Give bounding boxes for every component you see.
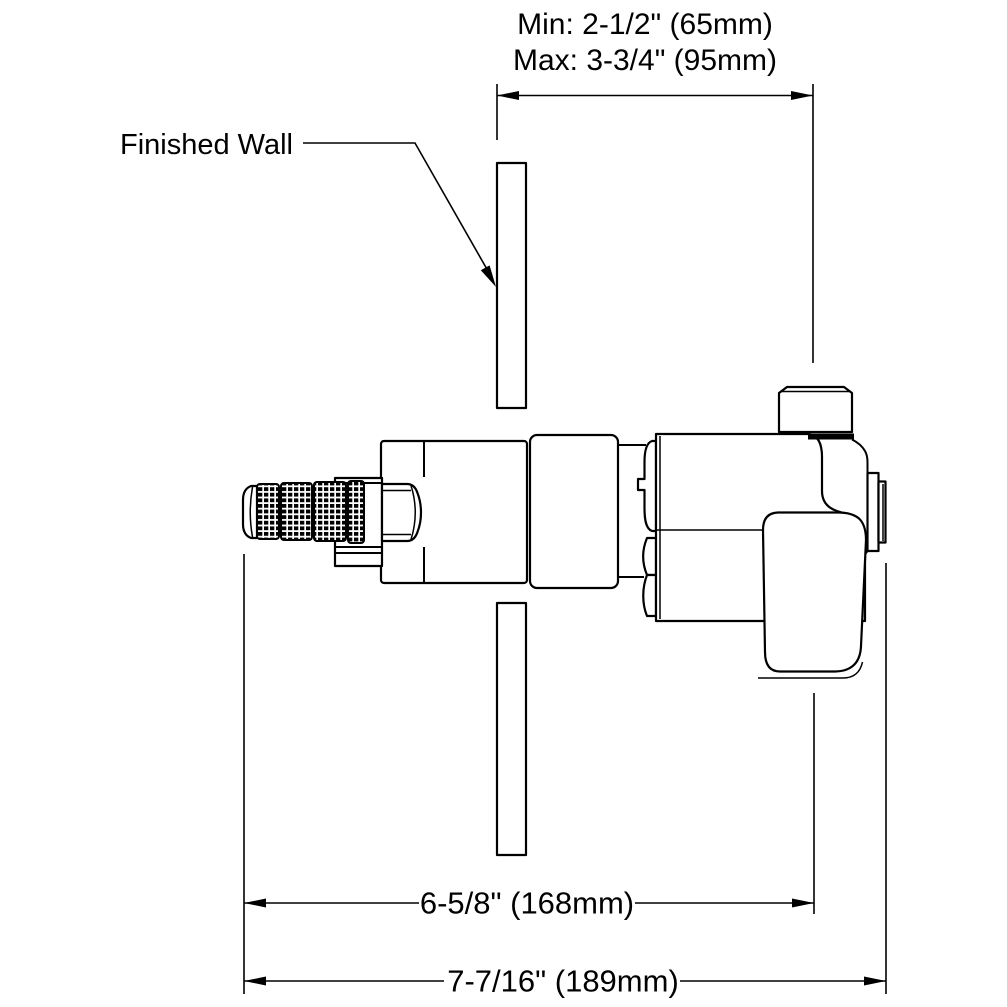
stem-spline-segment-4 <box>347 480 365 544</box>
dimension-arrow-left-icon <box>497 91 519 100</box>
leader-arrow-icon <box>480 265 496 287</box>
dimension-arrow-left-icon <box>244 976 266 986</box>
valve-handle <box>761 511 868 673</box>
stem-spline-segment-3 <box>313 481 347 542</box>
dimension-arrow-left-icon <box>244 898 266 908</box>
top-outlet-port <box>777 385 854 434</box>
stem-tip-contour <box>249 486 254 538</box>
hex-adapter-detail-lines <box>382 485 416 540</box>
dimension-arrow-right-icon <box>791 91 813 100</box>
wall-top-section <box>495 161 528 410</box>
overall-width-dimension: 7-7/16" (189mm) <box>244 563 887 999</box>
stem-spline-segment-1 <box>256 483 280 540</box>
port-face-plate <box>877 480 887 544</box>
handle-contour-line <box>758 661 864 679</box>
top-depth-dimension: Min: 2-1/2" (65mm) Max: 3-3/4" (95mm) <box>496 8 814 363</box>
dimension-arrow-right-icon <box>792 898 814 908</box>
inner-width-dimension: 6-5/8" (168mm) <box>243 554 815 994</box>
finished-wall <box>495 161 528 857</box>
wall-bottom-section <box>495 601 528 857</box>
leader-line <box>303 142 489 272</box>
min-depth-label: Min: 2-1/2" (65mm) <box>517 8 773 41</box>
finished-wall-callout: Finished Wall <box>120 129 496 287</box>
body-connector-lines <box>618 444 646 578</box>
valve-stem <box>241 480 423 544</box>
side-outlet-port <box>866 471 880 553</box>
max-depth-label: Max: 3-3/4" (95mm) <box>513 44 777 77</box>
cartridge-bonnet <box>636 439 658 533</box>
valve-assembly <box>241 385 887 679</box>
hex-nut-lower-flat <box>642 573 658 618</box>
dimension-arrow-right-icon <box>864 976 886 986</box>
finished-wall-label: Finished Wall <box>120 129 293 161</box>
stem-spline-segment-2 <box>280 482 313 541</box>
overall-width-label: 7-7/16" (189mm) <box>447 964 679 999</box>
outlet-boss-outline <box>851 438 869 473</box>
valve-body-mid <box>528 433 620 590</box>
port-joint-band <box>808 433 854 440</box>
stem-hex-adapter <box>380 482 423 543</box>
inner-width-label: 6-5/8" (168mm) <box>420 886 634 921</box>
hex-nut-upper-flat <box>642 536 658 577</box>
